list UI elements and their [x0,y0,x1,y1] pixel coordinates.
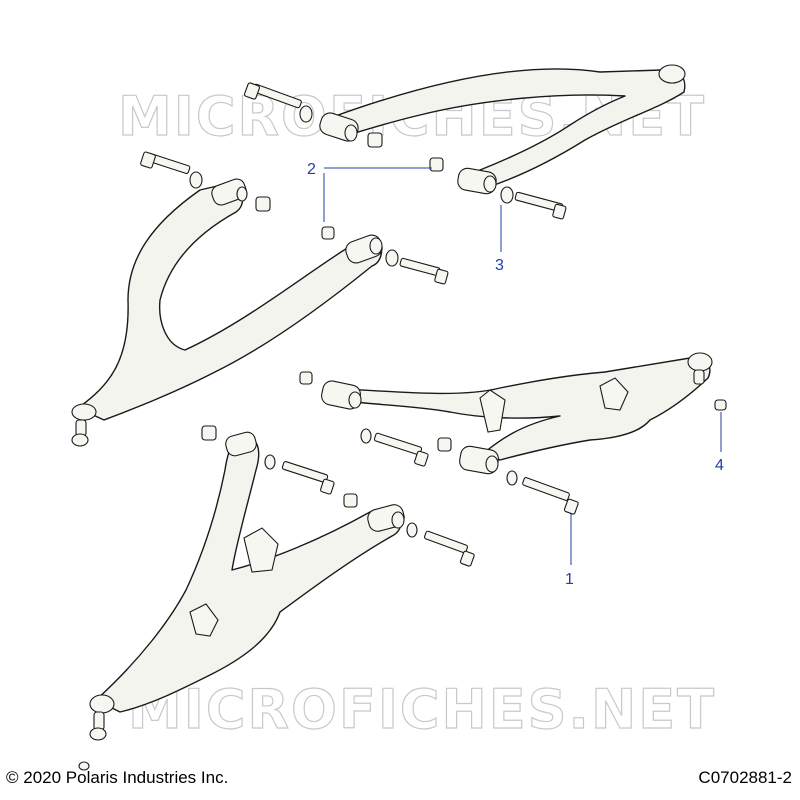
callout-2[interactable]: 2 [307,161,432,222]
lower-arm-right-hardware [299,371,727,515]
callout-1[interactable]: 1 [565,514,574,588]
callout-4-label: 4 [715,457,724,474]
lower-arm-bottom [89,431,405,741]
upper-arm-top [319,64,686,195]
callout-4[interactable]: 4 [715,412,724,474]
callout-3-label: 3 [495,257,504,274]
drawing-number: C0702881-2 [698,768,792,787]
callout-1-label: 1 [565,571,574,588]
callout-2-label: 2 [307,161,316,178]
upper-arm-left [71,178,383,447]
copyright-notice: © 2020 Polaris Industries Inc. [6,768,229,787]
upper-arm-left-hardware [140,151,449,285]
lower-arm-bottom-hardware [78,425,475,771]
upper-arm-top-hardware [243,82,567,220]
lower-arm-right [321,352,713,475]
callout-3[interactable]: 3 [495,205,504,274]
watermark-bottom: MICROFICHES.NET [128,678,716,741]
